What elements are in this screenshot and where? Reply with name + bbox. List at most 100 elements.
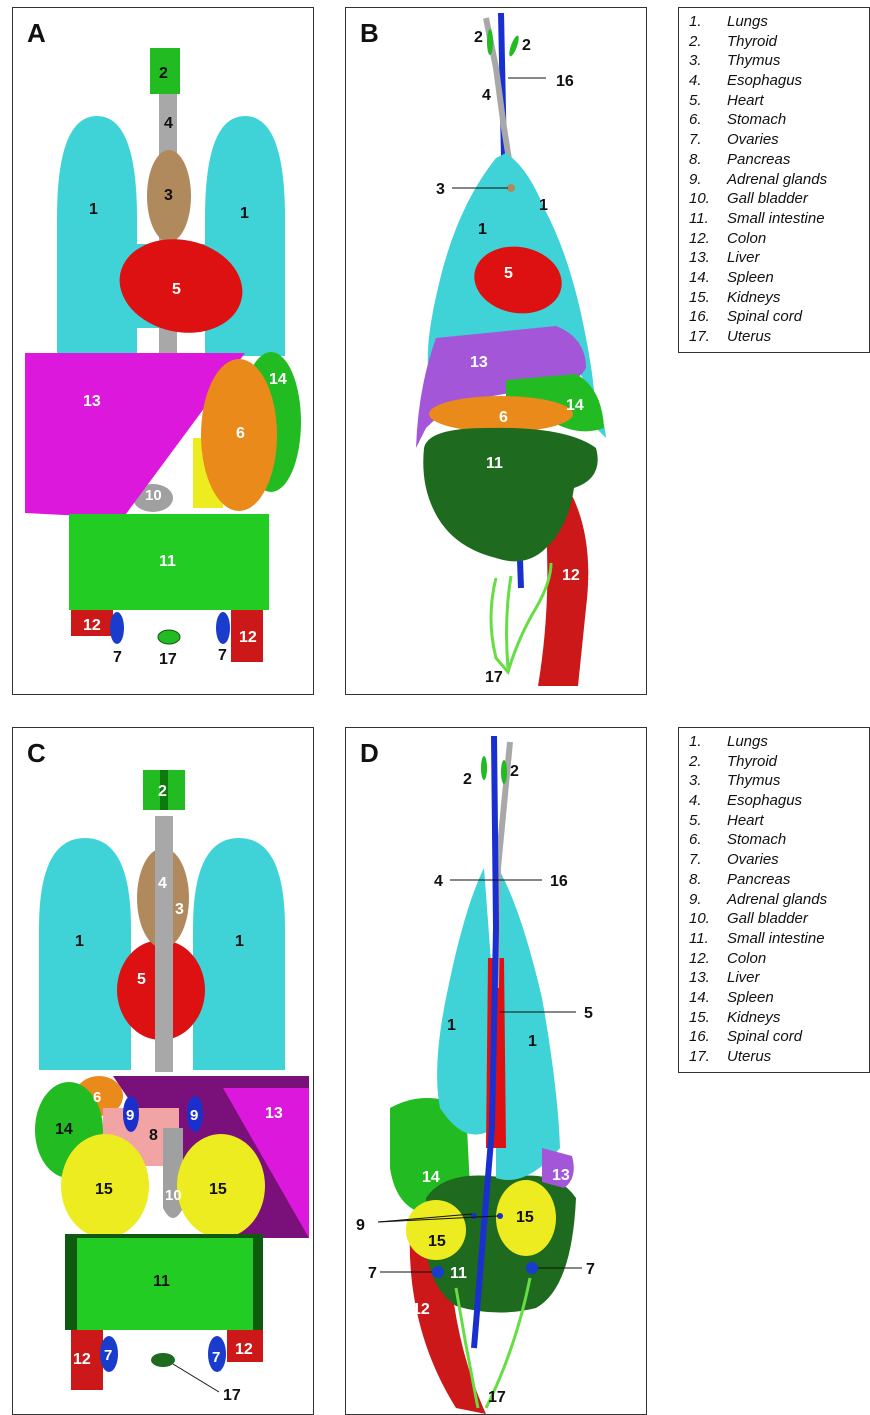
legend-item: 16.Spinal cord (679, 307, 869, 327)
label-d-15-left: 15 (428, 1233, 446, 1250)
legend-item: 9.Adrenal glands (679, 170, 869, 190)
label-c-17: 17 (223, 1387, 241, 1404)
thyroid-b-left (487, 29, 493, 55)
label-c-11: 11 (153, 1273, 170, 1290)
legend-item: 8.Pancreas (679, 150, 869, 170)
thyroid-b-right (507, 35, 520, 58)
label-a-6: 6 (236, 425, 245, 442)
lung-left-c (39, 838, 131, 1070)
label-c-7-left: 7 (104, 1347, 112, 1364)
legend-bottom-list: 1.Lungs 2.Thyroid 3.Thymus 4.Esophagus 5… (679, 732, 869, 1067)
label-d-2-left: 2 (463, 771, 472, 788)
label-c-5: 5 (137, 971, 146, 988)
label-a-7-right: 7 (218, 647, 227, 664)
label-c-14: 14 (55, 1121, 73, 1138)
legend-item: 3.Thymus (679, 51, 869, 71)
legend-item: 6.Stomach (679, 830, 869, 850)
thyroid-d-left (481, 756, 487, 780)
legend-item: 2.Thyroid (679, 32, 869, 52)
label-c-13: 13 (265, 1105, 283, 1122)
panel-a: A 2 4 3 1 1 5 (12, 7, 314, 695)
legend-item: 11.Small intestine (679, 209, 869, 229)
ovary-right-a (216, 612, 230, 644)
label-c-3: 3 (175, 901, 184, 918)
legend-item: 15.Kidneys (679, 1008, 869, 1028)
label-a-1-right: 1 (240, 205, 249, 222)
label-a-12-right: 12 (239, 629, 257, 646)
ovary-left-d (432, 1266, 444, 1278)
legend-item: 16.Spinal cord (679, 1027, 869, 1047)
kidney-left-d (406, 1200, 466, 1260)
label-c-15-right: 15 (209, 1181, 227, 1198)
legend-item: 2.Thyroid (679, 752, 869, 772)
legend-item: 9.Adrenal glands (679, 890, 869, 910)
label-d-13: 13 (552, 1167, 570, 1184)
label-d-11: 11 (450, 1265, 467, 1282)
legend-item: 13.Liver (679, 248, 869, 268)
label-a-14: 14 (269, 371, 287, 388)
label-b-16: 16 (556, 73, 574, 90)
legend-item: 5.Heart (679, 811, 869, 831)
label-c-8: 8 (149, 1127, 158, 1144)
legend-item: 6.Stomach (679, 110, 869, 130)
label-c-6: 6 (93, 1089, 101, 1106)
panel-b: B 2 2 16 4 3 1 1 5 1 (345, 7, 647, 695)
legend-item: 15.Kidneys (679, 288, 869, 308)
panel-b-drawing: 2 2 16 4 3 1 1 5 13 14 6 11 12 17 (346, 8, 646, 694)
label-c-1-left: 1 (75, 933, 84, 950)
legend-item: 14.Spleen (679, 988, 869, 1008)
label-d-1-right: 1 (528, 1033, 537, 1050)
label-d-12: 12 (412, 1301, 430, 1318)
legend-item: 1.Lungs (679, 12, 869, 32)
label-b-11: 11 (486, 455, 503, 472)
ovary-left-a (110, 612, 124, 644)
label-b-2-right: 2 (522, 37, 531, 54)
legend-item: 4.Esophagus (679, 791, 869, 811)
legend-item: 17.Uterus (679, 1047, 869, 1067)
label-a-13: 13 (83, 393, 101, 410)
label-b-6: 6 (499, 409, 508, 426)
label-d-5: 5 (584, 1005, 593, 1022)
label-c-10: 10 (165, 1187, 182, 1204)
label-a-11: 11 (159, 553, 176, 570)
ovary-right-d (526, 1262, 538, 1274)
label-c-7-right: 7 (212, 1349, 220, 1366)
label-d-15-right: 15 (516, 1209, 534, 1226)
legend-item: 11.Small intestine (679, 929, 869, 949)
thyroid-d-right (501, 760, 507, 784)
panel-c-drawing: 2 4 3 1 1 5 6 9 9 13 14 8 15 10 15 11 12… (13, 728, 313, 1414)
legend-item: 13.Liver (679, 968, 869, 988)
label-d-9: 9 (356, 1217, 365, 1234)
label-a-7-left: 7 (113, 649, 122, 666)
label-c-1-right: 1 (235, 933, 244, 950)
label-a-2: 2 (159, 65, 168, 82)
label-b-13: 13 (470, 354, 488, 371)
label-a-4: 4 (164, 115, 173, 132)
lung-right-c (193, 838, 285, 1070)
label-a-3: 3 (164, 187, 173, 204)
uterus-a (158, 630, 180, 644)
thymus-b (507, 184, 515, 192)
label-b-12: 12 (562, 567, 580, 584)
label-d-1-left: 1 (447, 1017, 456, 1034)
esophagus-c (155, 816, 173, 1072)
label-d-7-right: 7 (586, 1261, 595, 1278)
legend-item: 3.Thymus (679, 771, 869, 791)
label-c-15-left: 15 (95, 1181, 113, 1198)
legend-item: 12.Colon (679, 229, 869, 249)
label-c-4: 4 (158, 875, 167, 892)
uterus-c (151, 1353, 175, 1367)
label-c-9-left: 9 (126, 1107, 134, 1124)
panel-c: C (12, 727, 314, 1415)
label-c-2: 2 (158, 783, 167, 800)
legend-item: 12.Colon (679, 949, 869, 969)
legend-item: 7.Ovaries (679, 850, 869, 870)
label-b-5: 5 (504, 265, 513, 282)
legend-item: 5.Heart (679, 91, 869, 111)
label-b-1-right: 1 (539, 197, 548, 214)
label-d-14: 14 (422, 1169, 440, 1186)
legend-top-list: 1.Lungs 2.Thyroid 3.Thymus 4.Esophagus 5… (679, 12, 869, 347)
label-d-2-right: 2 (510, 763, 519, 780)
label-b-17: 17 (485, 669, 503, 686)
label-c-9-right: 9 (190, 1107, 198, 1124)
